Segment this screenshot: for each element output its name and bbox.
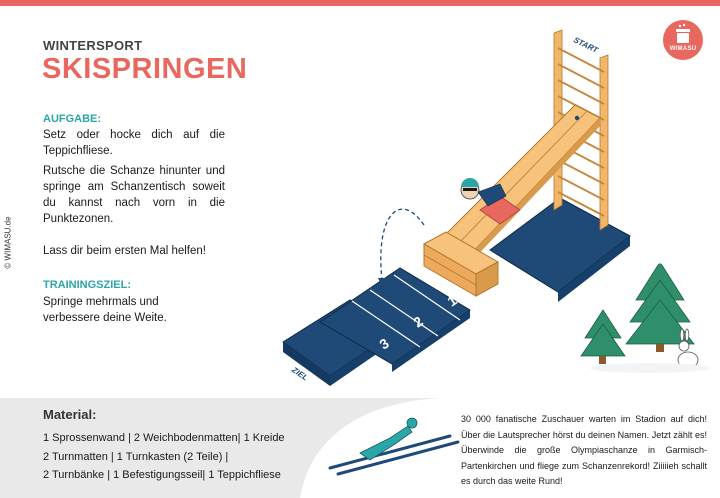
rabbit-icon [677, 328, 699, 369]
vaulting-box [422, 231, 500, 297]
jump-arc [380, 208, 425, 281]
task-heading: AUFGABE: [43, 113, 102, 125]
wimasu-logo: WIMASU [663, 20, 703, 60]
material-heading: Material: [43, 407, 97, 422]
task-text-1: Setz oder hocke dich auf die Teppichflie… [43, 129, 225, 157]
start-label: START [572, 35, 600, 55]
story-panel [300, 398, 720, 498]
top-accent-bar [0, 0, 720, 6]
tree-large-icon [625, 260, 695, 352]
copyright-vertical: © WIMASU.de [1, 210, 15, 280]
story-text: 30 000 fanatische Zuschauer warten im St… [461, 414, 707, 486]
ramp-benches [439, 104, 601, 263]
material-line-3: 2 Turnbänke | 1 Befestigungsseil| 1 Tepp… [43, 469, 281, 481]
task-text-2: Rutsche die Schanze hinunter und springe… [43, 165, 225, 225]
category-label: WINTERSPORT [43, 38, 143, 53]
ski-jump-station-illustration: 3 2 1 ZIEL START [282, 29, 710, 386]
task-text-3: Lass dir beim ersten Mal helfen! [43, 245, 206, 257]
logo-label: WIMASU [669, 46, 697, 52]
material-line-1: 1 Sprossenwand | 2 Weichbodenmatten| 1 K… [43, 432, 285, 444]
goal-text: Springe mehrmals und verbessere deine We… [43, 296, 167, 324]
goal-heading: TRAININGSZIEL: [43, 279, 131, 291]
landing-mats [282, 267, 471, 386]
page-title: SKISPRINGEN [42, 53, 248, 85]
copyright-text: © WIMASU.de [3, 216, 13, 269]
ski-jumper-flying-icon [328, 417, 460, 476]
logo-box-icon [676, 23, 690, 43]
tree-small-icon [580, 309, 626, 364]
material-line-2: 2 Turnmatten | 1 Turnkasten (2 Teile) | [43, 451, 229, 463]
jumper-figure [460, 178, 507, 207]
